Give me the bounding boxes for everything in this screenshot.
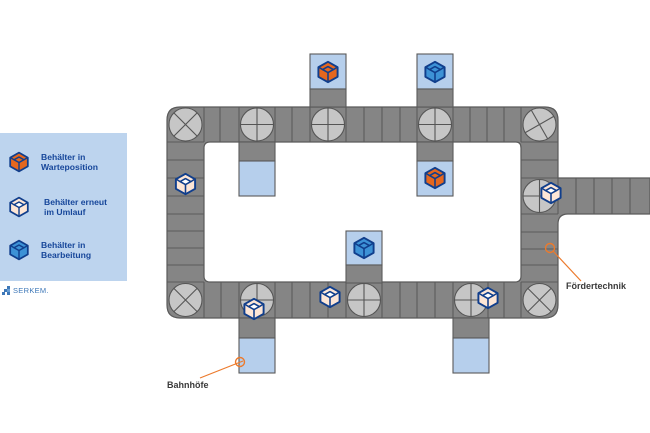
container-orange-icon [9,151,29,173]
roller-line [173,112,198,137]
legend-item-processing: Behälter in Bearbeitung [8,239,91,261]
containers [174,60,562,321]
container-edges [541,187,561,203]
legend-label: Behälter in Warteposition [41,152,98,172]
roller-line [173,288,198,312]
legend-label: Behälter erneut im Umlauf [44,197,108,217]
conveyor-label: Fördertechnik [566,281,627,291]
cross-roller [417,107,453,142]
station [345,230,383,284]
container-edges [176,178,195,194]
legend-label: Behälter in Bearbeitung [41,240,92,260]
station-transfer [452,317,490,339]
station [309,53,347,108]
roller-line [527,288,552,312]
cross-roller [310,107,346,142]
station-transfer [309,88,347,108]
container-edges [318,66,338,82]
container-cream-icon [477,286,499,310]
container-edges [425,66,445,82]
cross-roller [522,107,557,142]
conveyor-leader-marker [544,242,556,254]
roller-line [531,110,548,139]
conveyor-track [166,106,650,319]
cross-roller [239,107,275,142]
container-blue-icon [9,239,29,261]
container-cream-icon [174,172,197,196]
stations-label: Bahnhöfe [167,380,209,390]
legend-item-recirculating: Behälter erneut im Umlauf [8,196,107,218]
turntable-roller [168,107,203,142]
station [238,317,276,374]
station [452,317,490,374]
stations-leader-marker [234,356,246,368]
container-cream-icon [540,181,562,205]
station [416,141,454,197]
container-edges [478,292,498,308]
container-edges [320,291,340,307]
station-transfer [238,141,276,162]
turntable-roller [168,282,203,318]
station-transfer [345,264,383,284]
station-bay [238,337,276,374]
station-transfer [416,88,454,108]
conveyor-leader-line [552,250,582,282]
container-orange-icon [317,60,339,84]
station-transfer [238,317,276,339]
container-edges [244,303,264,319]
turntable-roller [522,282,557,318]
container-edges [354,242,374,258]
logo-text: SERKEM. [13,286,49,295]
container-blue-icon [424,60,446,84]
legend-item-waiting: Behälter in Warteposition [8,151,98,173]
legend: Behälter in Warteposition Behälter erneu… [0,133,127,281]
station-bay [238,160,276,197]
cross-roller [346,282,382,318]
station [238,141,276,197]
logo-mark-icon [2,286,10,295]
conveyor-annotation [544,242,582,282]
container-cream-icon [243,297,265,321]
container-opening [428,65,442,74]
container-cream-icon [319,285,341,309]
serkem-logo: SERKEM. [2,286,49,295]
container-blue-icon [353,236,375,260]
container-opening [321,65,335,74]
container-orange-icon [424,166,446,190]
station-bay [452,337,490,374]
stations-annotation [199,356,246,379]
container-cream-icon [9,196,29,218]
container-edges [425,172,445,188]
stations-leader-line [199,360,244,379]
station-transfer [416,141,454,162]
